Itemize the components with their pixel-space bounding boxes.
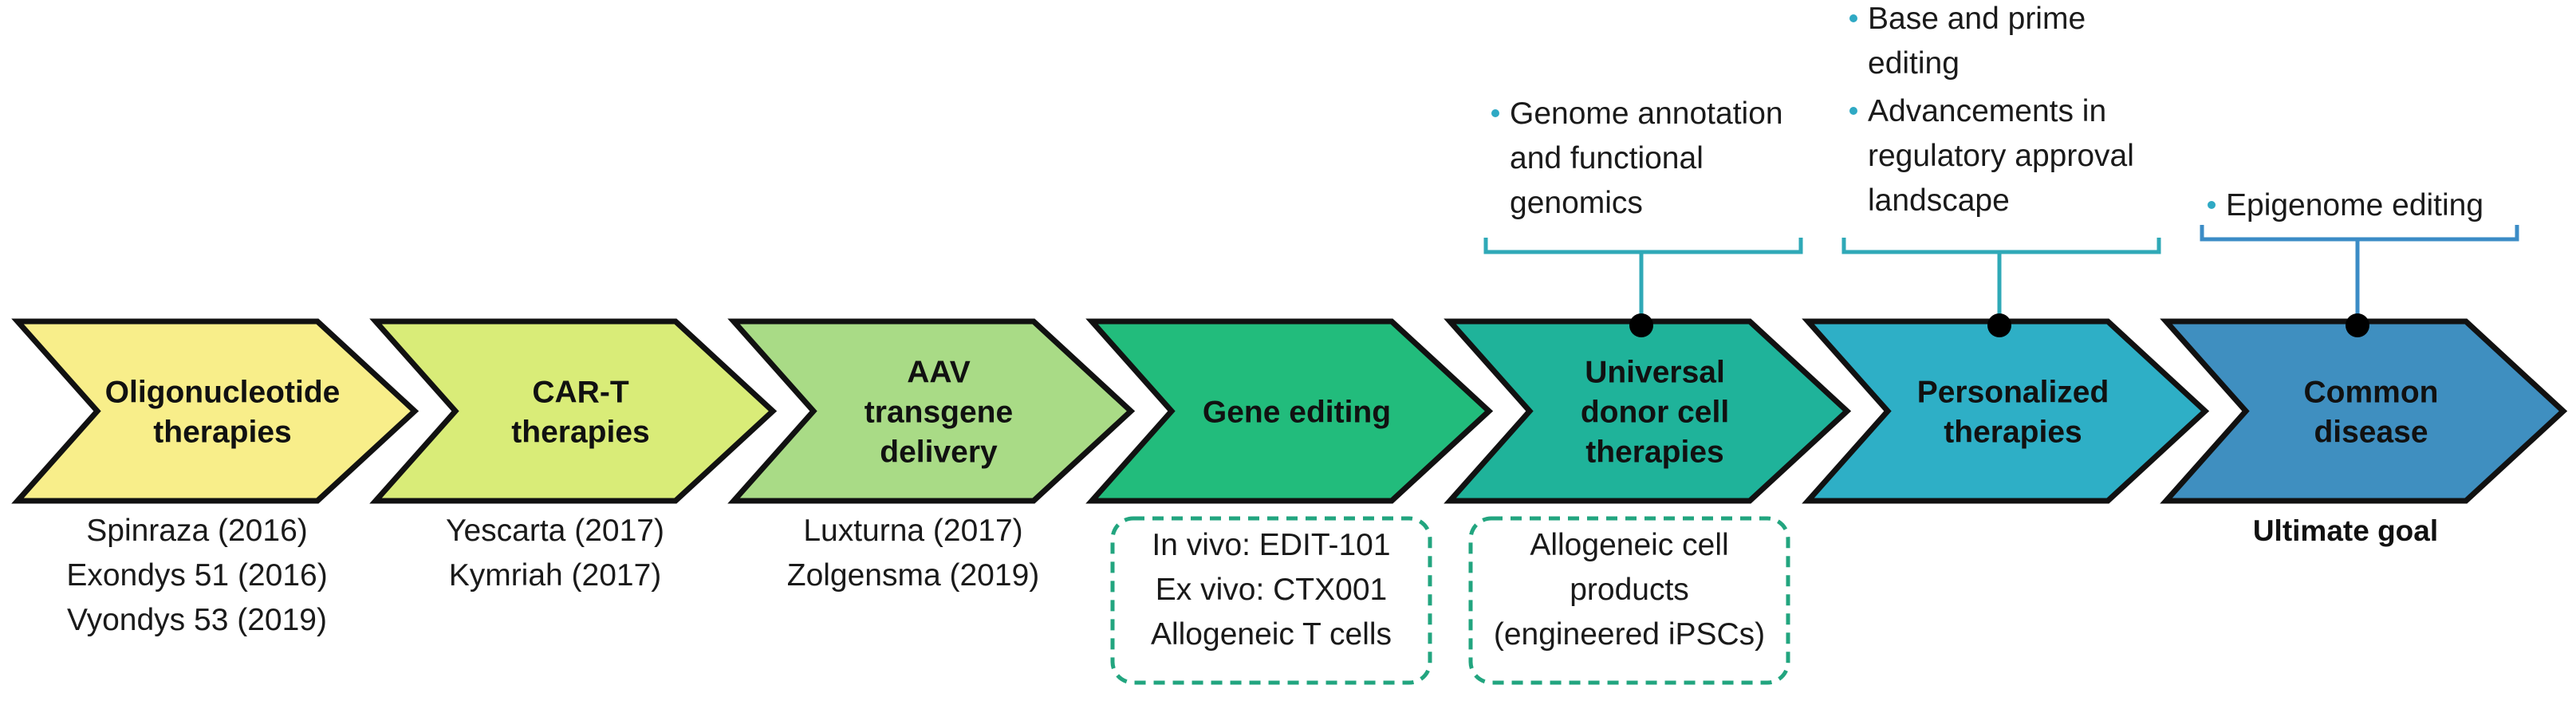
below-line-universal-donor: Allogeneic cell [1530,528,1728,562]
annotation-text-personalized: Advancements in [1868,94,2106,128]
annotation-text-personalized: editing [1868,46,1960,81]
stage-label-oligonucleotide: Oligonucleotide [105,376,341,410]
annotation-text-universal-donor: genomics [1510,186,1643,220]
stage-label-car-t: therapies [511,415,649,450]
below-line-oligonucleotide: Vyondys 53 (2019) [67,603,327,637]
stage-label-universal-donor: therapies [1585,435,1723,470]
below-line-universal-donor: products [1570,573,1689,607]
below-line-car-t: Yescarta (2017) [446,514,664,548]
chevron-car-t [369,318,778,504]
annotation-text-universal-donor: and functional [1510,141,1704,175]
stage-label-car-t: CAR-T [532,376,628,410]
below-line-oligonucleotide: Spinraza (2016) [86,514,308,548]
annotation-common-disease: Epigenome editing [2200,188,2519,337]
annotation-text-personalized: regulatory approval [1868,139,2134,173]
stage-label-personalized: therapies [1944,415,2082,450]
dashed-box-gene-editing [1110,516,1432,685]
below-line-gene-editing: Allogeneic T cells [1151,617,1392,652]
connector-dot-universal-donor [1629,313,1653,337]
bracket-personalized [1841,238,2161,254]
below-line-gene-editing: In vivo: EDIT-101 [1152,528,1390,562]
below-line-aav: Zolgensma (2019) [787,558,1040,593]
stage-label-aav: AAV [907,356,970,390]
stage-label-oligonucleotide: therapies [153,415,291,450]
chevron-universal-donor [1444,318,1852,504]
stage-label-aav: delivery [880,435,998,470]
ultimate-goal-label: Ultimate goal [2253,514,2438,547]
chevron-aav [727,318,1136,504]
annotation-text-personalized: Base and prime [1868,2,2086,36]
annotation-text-personalized: landscape [1868,183,2010,218]
dashed-box-universal-donor [1468,516,1790,685]
chevron-personalized [1802,318,2210,504]
stage-label-personalized: Personalized [1917,376,2109,410]
below-line-car-t: Kymriah (2017) [449,558,662,593]
stage-label-common-disease: Common [2304,376,2439,410]
bullet-dot [1849,14,1857,22]
bullet-dot [1491,109,1499,117]
stage-label-universal-donor: Universal [1585,356,1725,390]
stage-label-common-disease: disease [2314,415,2428,450]
below-line-aav: Luxturna (2017) [803,514,1022,548]
stage-gene-editing: Gene editing In vivo: EDIT-101 Ex vivo: CT… [1085,318,1494,685]
stage-label-universal-donor: donor cell [1581,396,1729,430]
chevron-gene-editing [1085,318,1494,504]
bullet-dot [2208,201,2216,209]
stage-personalized: Personalized therapies [1802,318,2210,504]
chevron-oligonucleotide [11,318,419,504]
bullet-dot [1849,107,1857,115]
annotation-text-universal-donor: Genome annotation [1510,96,1783,131]
below-line-universal-donor: (engineered iPSCs) [1494,617,1765,652]
chevron-common-disease [2160,318,2568,504]
annotation-text-common-disease: Epigenome editing [2226,188,2483,223]
stage-label-gene-editing: Gene editing [1203,396,1391,430]
below-line-gene-editing: Ex vivo: CTX001 [1156,573,1387,607]
annotation-universal-donor: Genome annotation and functional genomics [1483,96,1803,337]
connector-dot-common-disease [2346,313,2369,337]
bracket-universal-donor [1483,238,1803,254]
bracket-common-disease [2200,225,2519,242]
below-line-oligonucleotide: Exondys 51 (2016) [66,558,327,593]
connector-dot-personalized [1987,313,2011,337]
stage-label-aav: transgene [865,396,1013,430]
